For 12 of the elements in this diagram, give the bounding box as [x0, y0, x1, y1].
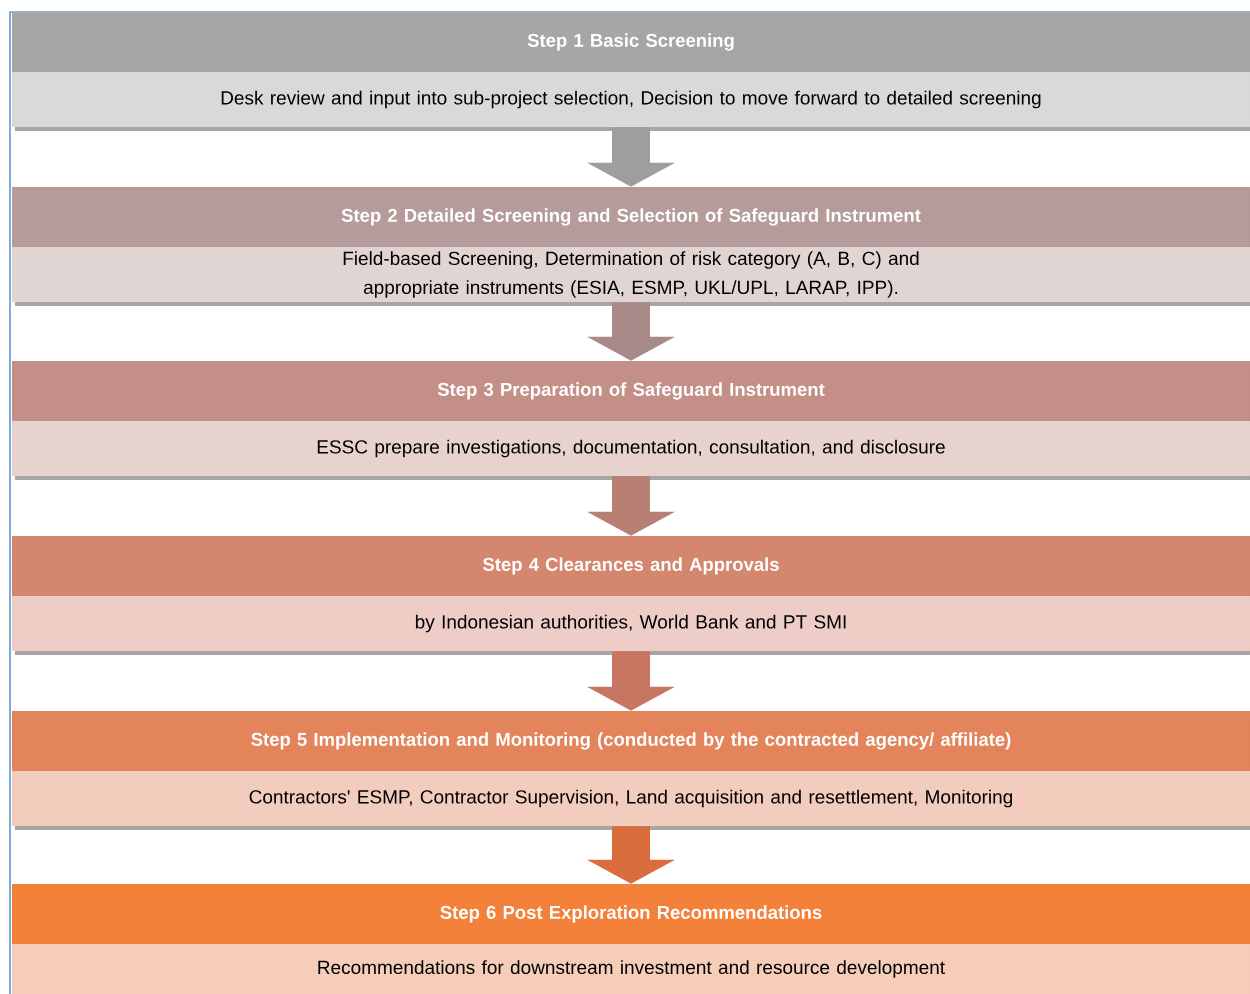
- step-box: Step 6 Post Exploration Recommendations Recommendations for downstream investment and resource development: [12, 884, 1250, 994]
- arrow: [587, 651, 675, 711]
- node-label: Recommendations for downstream investment and resource development: [318, 960, 945, 978]
- arrow: [587, 127, 675, 187]
- step-box: Step 3 Preparation of Safeguard Instrument ESSC prepare investigations, documentation, consultation, and disclosure: [12, 361, 1250, 480]
- step-box: Step 2 Detailed Screening and Selection of Safeguard Instrument Field-based Screening, Determination of risk category (A, B, C) and appropriate instruments (ESIA, ESMP, UKL/UPL, LARAP, IPP).: [12, 187, 1250, 306]
- step-box: Step 1 Basic Screening Desk review and input into sub-project selection, Decision to move forward to detailed screening: [12, 12, 1250, 131]
- step-box: Step 4 Clearances and Approvals by Indonesian authorities, World Bank and PT SMI: [12, 536, 1250, 655]
- arrow: [587, 302, 675, 361]
- step-box: Step 5 Implementation and Monitoring (conducted by the contracted agency/ affiliate) Contractors' ESMP, Contractor Supervision, Land acquisition and resettlement, Monitoring: [12, 711, 1250, 830]
- arrow: [587, 826, 675, 884]
- arrow: [587, 476, 675, 536]
